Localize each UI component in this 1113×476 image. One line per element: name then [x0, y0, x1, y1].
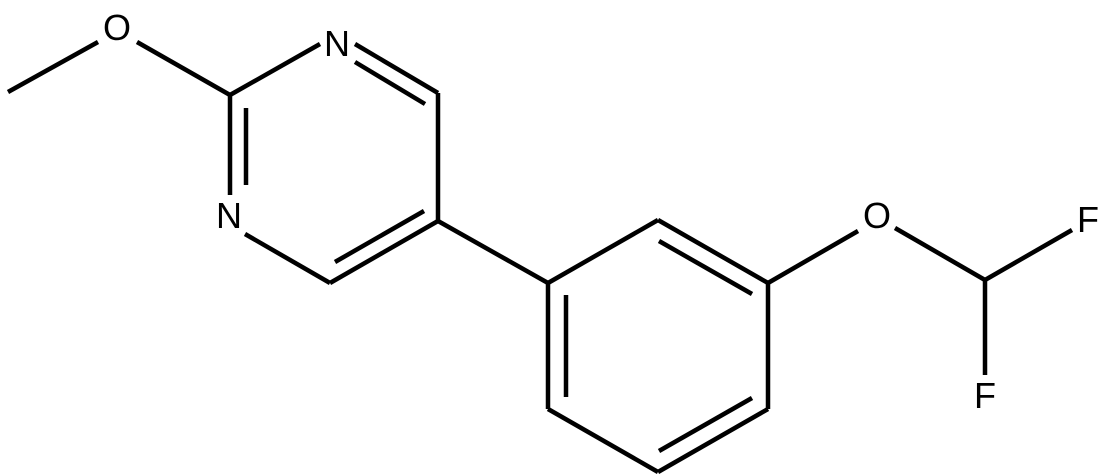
atom-o-ether: O: [863, 195, 891, 236]
bond-n1-c6: [353, 42, 440, 95]
bond-ph-c2-c3-inner: [657, 239, 754, 296]
bond-c5-c4-inner: [333, 209, 426, 264]
bond-o-c2: [135, 40, 232, 97]
bond-methyl-o: [6, 40, 100, 94]
bond-c5-phenyl: [436, 219, 550, 285]
bond-c4-n3: [243, 232, 332, 285]
bond-ph-c1-c2: [546, 218, 660, 285]
bond-ph-c5-c6: [546, 407, 660, 474]
atom-f-bottom: F: [974, 375, 996, 416]
atom-n1: N: [324, 23, 350, 64]
bond-o-chf2: [893, 226, 987, 282]
bond-c-f-top: [983, 228, 1074, 282]
bond-ph-c4-c5: [656, 407, 770, 474]
atom-n3: N: [216, 195, 242, 236]
bond-ph-c2-c3: [656, 218, 770, 285]
bond-ph-o: [766, 229, 860, 285]
atom-o-methoxy: O: [103, 7, 131, 48]
atom-f-top: F: [1077, 199, 1099, 240]
bond-c5-c4: [328, 219, 440, 285]
bond-n1-c6-inner: [353, 60, 427, 106]
bond-c2-n1: [228, 42, 322, 97]
bond-ph-c4-c5-inner: [657, 396, 754, 453]
